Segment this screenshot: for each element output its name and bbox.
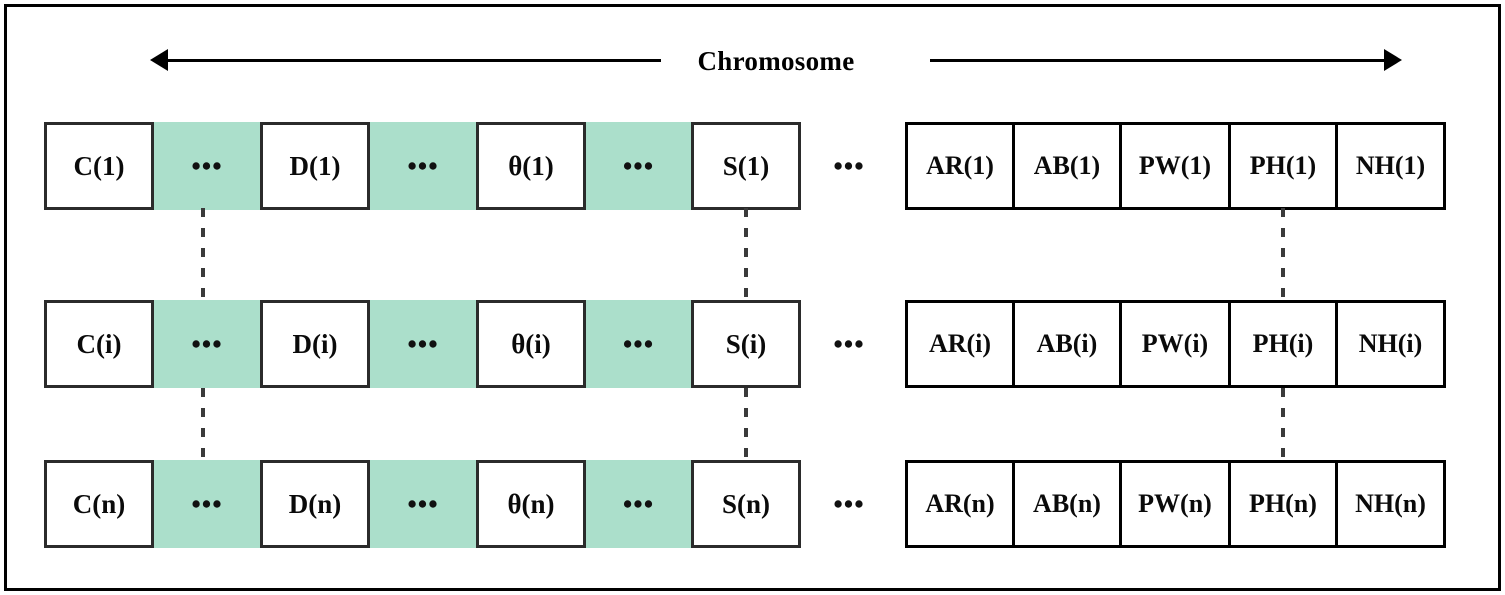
row-n-attr-AR[interactable]: AR(n) xyxy=(905,460,1015,548)
row-i-teal-band xyxy=(44,300,801,388)
dot-connector-colS-row1-rowi xyxy=(744,208,748,300)
dot-connector-colPH-row1-rowi xyxy=(1281,208,1285,300)
row-i-ellipsis-1: ••• xyxy=(191,328,223,359)
row-i-gene-S[interactable]: S(i) xyxy=(691,300,801,388)
chromosome-row-i: C(i) ••• D(i) ••• θ(i) ••• S(i) ••• AR(i… xyxy=(0,300,1505,388)
row-n-gene-S[interactable]: S(n) xyxy=(691,460,801,548)
row-1-attr-AB[interactable]: AB(1) xyxy=(1012,122,1122,210)
row-n-gap-ellipsis: ••• xyxy=(833,488,865,519)
row-1-right-block: AR(1) AB(1) PW(1) PH(1) NH(1) xyxy=(905,122,1446,210)
chromosome-row-1: C(1) ••• D(1) ••• θ(1) ••• S(1) ••• AR(1… xyxy=(0,122,1505,210)
row-i-right-block: AR(i) AB(i) PW(i) PH(i) NH(i) xyxy=(905,300,1446,388)
chromosome-span-arrow: Chromosome xyxy=(150,40,1402,82)
row-i-attr-AR[interactable]: AR(i) xyxy=(905,300,1015,388)
row-n-ellipsis-1: ••• xyxy=(191,488,223,519)
row-1-gene-theta[interactable]: θ(1) xyxy=(476,122,586,210)
row-1-ellipsis-2: ••• xyxy=(407,150,439,181)
row-i-gene-theta[interactable]: θ(i) xyxy=(476,300,586,388)
row-i-gene-D[interactable]: D(i) xyxy=(260,300,370,388)
row-1-attr-NH[interactable]: NH(1) xyxy=(1335,122,1446,210)
row-i-attr-AB[interactable]: AB(i) xyxy=(1012,300,1122,388)
row-1-gene-S[interactable]: S(1) xyxy=(691,122,801,210)
row-i-gene-C[interactable]: C(i) xyxy=(44,300,154,388)
row-n-ellipsis-2: ••• xyxy=(407,488,439,519)
arrow-line-right xyxy=(930,59,1388,62)
row-1-ellipsis-1: ••• xyxy=(191,150,223,181)
row-n-attr-PW[interactable]: PW(n) xyxy=(1119,460,1231,548)
right-arrowhead-icon xyxy=(1384,49,1402,71)
row-n-gene-D[interactable]: D(n) xyxy=(260,460,370,548)
dot-connector-col1-row1-rowi xyxy=(201,208,205,300)
row-1-teal-band xyxy=(44,122,801,210)
row-1-left-block: C(1) ••• D(1) ••• θ(1) ••• S(1) xyxy=(44,122,801,210)
arrow-line-left xyxy=(164,59,702,62)
row-1-gap-ellipsis: ••• xyxy=(833,150,865,181)
dot-connector-colPH-rowi-rown xyxy=(1281,388,1285,460)
row-n-attr-PH[interactable]: PH(n) xyxy=(1228,460,1338,548)
row-1-gene-D[interactable]: D(1) xyxy=(260,122,370,210)
row-i-attr-PH[interactable]: PH(i) xyxy=(1228,300,1338,388)
row-i-gap-ellipsis: ••• xyxy=(833,328,865,359)
row-n-ellipsis-3: ••• xyxy=(622,488,655,519)
row-1-attr-PW[interactable]: PW(1) xyxy=(1119,122,1231,210)
dot-connector-colS-rowi-rown xyxy=(744,388,748,460)
chromosome-row-n: C(n) ••• D(n) ••• θ(n) ••• S(n) ••• AR(n… xyxy=(0,460,1505,548)
row-n-right-block: AR(n) AB(n) PW(n) PH(n) NH(n) xyxy=(905,460,1446,548)
row-1-attr-AR[interactable]: AR(1) xyxy=(905,122,1015,210)
row-i-left-block: C(i) ••• D(i) ••• θ(i) ••• S(i) xyxy=(44,300,801,388)
row-1-gene-C[interactable]: C(1) xyxy=(44,122,154,210)
row-n-gene-theta[interactable]: θ(n) xyxy=(476,460,586,548)
row-n-gene-C[interactable]: C(n) xyxy=(44,460,154,548)
row-i-attr-NH[interactable]: NH(i) xyxy=(1335,300,1446,388)
row-i-ellipsis-2: ••• xyxy=(407,328,439,359)
figure-outer-frame xyxy=(4,4,1501,591)
row-1-ellipsis-3: ••• xyxy=(622,150,655,181)
row-n-left-block: C(n) ••• D(n) ••• θ(n) ••• S(n) xyxy=(44,460,801,548)
chromosome-title: Chromosome xyxy=(661,40,891,82)
row-n-attr-NH[interactable]: NH(n) xyxy=(1335,460,1446,548)
row-1-attr-PH[interactable]: PH(1) xyxy=(1228,122,1338,210)
row-n-attr-AB[interactable]: AB(n) xyxy=(1012,460,1122,548)
dot-connector-col1-rowi-rown xyxy=(201,388,205,460)
left-arrowhead-icon xyxy=(150,49,168,71)
row-i-ellipsis-3: ••• xyxy=(622,328,655,359)
row-n-teal-band xyxy=(44,460,801,548)
row-i-attr-PW[interactable]: PW(i) xyxy=(1119,300,1231,388)
